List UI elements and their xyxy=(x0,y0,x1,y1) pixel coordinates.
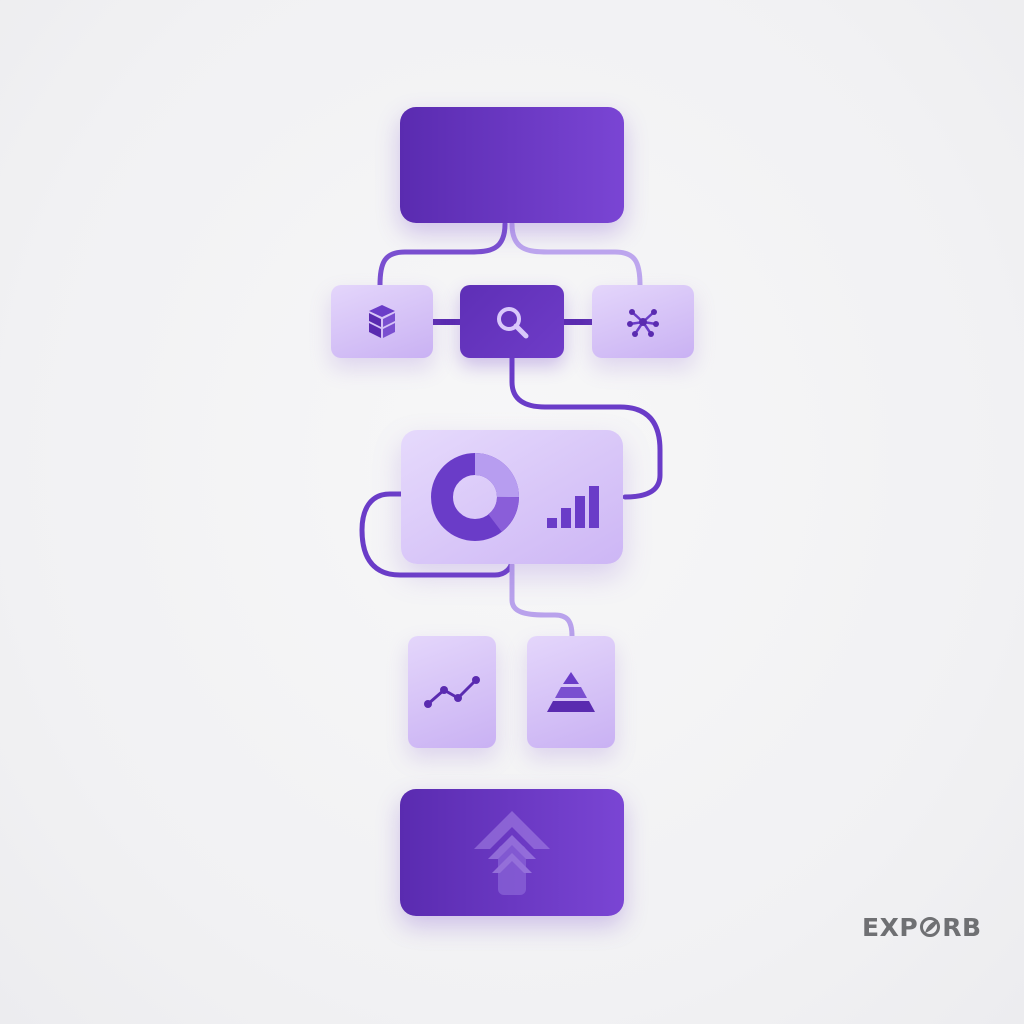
center-box xyxy=(460,285,564,358)
leaf-o-icon xyxy=(920,917,941,937)
left-box xyxy=(331,285,433,358)
donut-chart-icon xyxy=(431,453,519,541)
bottom-block xyxy=(400,789,624,916)
pyramid-box xyxy=(527,636,615,748)
bar-chart-icon xyxy=(547,486,599,528)
connector-panel-loop xyxy=(359,491,515,578)
watermark-logo: EXP RB xyxy=(862,910,982,944)
top-block xyxy=(400,107,624,223)
arrow-up-icon xyxy=(474,810,550,895)
connector-top-right xyxy=(509,221,643,288)
analytics-panel xyxy=(401,430,623,564)
right-box xyxy=(592,285,694,358)
logo-text-end: RB xyxy=(942,912,982,942)
network-icon xyxy=(627,308,659,337)
line-box xyxy=(408,636,496,748)
pyramid-icon xyxy=(547,672,595,712)
connector-panel-pyramid xyxy=(509,562,575,639)
cube-stack-icon xyxy=(369,304,395,338)
search-icon xyxy=(497,306,529,338)
connector-center-panel xyxy=(509,355,663,500)
connector-top-left xyxy=(377,221,508,288)
logo-text-start: EXP xyxy=(862,912,919,942)
line-chart-icon xyxy=(424,676,480,708)
